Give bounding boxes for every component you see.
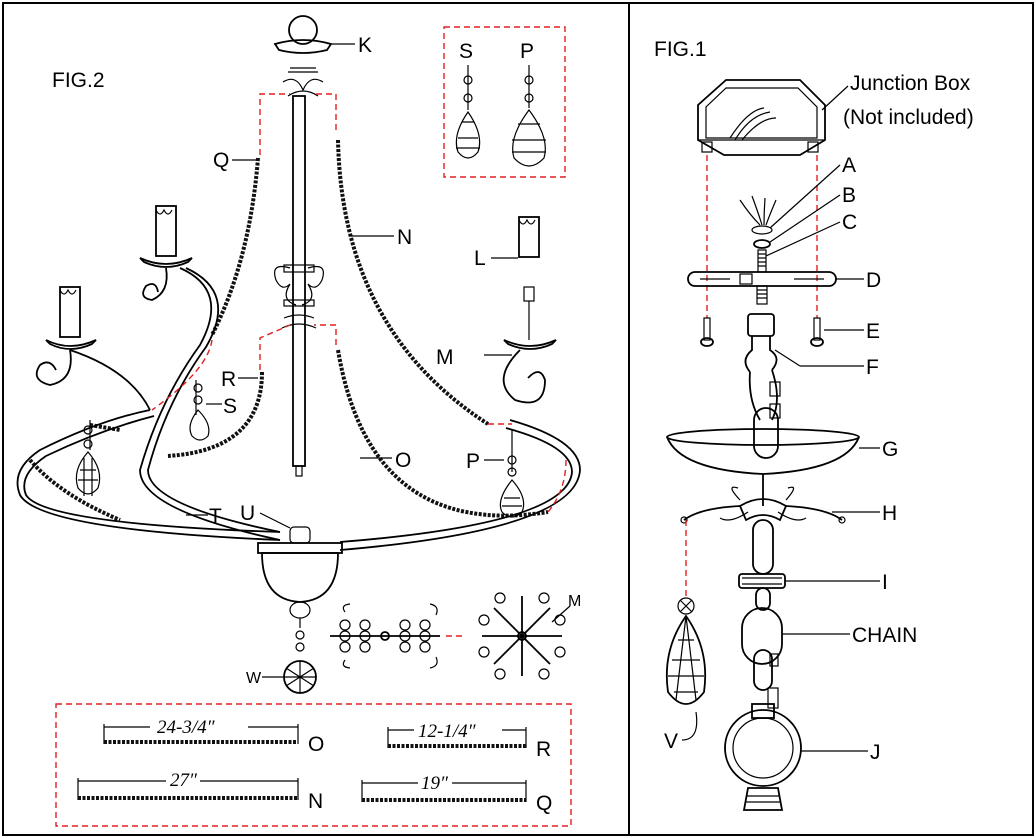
candle-arm-right: L M P (339, 216, 581, 551)
part-k-loop: K (273, 15, 372, 97)
arm-layout-view-right: M (478, 592, 581, 680)
chain-outer-left (28, 458, 121, 522)
inset-s-p-box: S P (443, 26, 566, 178)
label-t: T (209, 505, 222, 528)
dimensions-box: 24-3/4″ O 12-1/4″ R 27″ N (55, 703, 572, 827)
label-r: R (221, 368, 236, 391)
candle-arm-middle: S (139, 205, 281, 541)
fig1-panel: FIG.1 Junction Box (Not included) A (654, 38, 974, 811)
label-v: V (664, 730, 678, 753)
central-rod (274, 95, 324, 477)
crossbar-d: D (687, 269, 881, 305)
label-j: J (870, 741, 881, 764)
junction-box-label-line1: Junction Box (850, 72, 971, 95)
label-w: W (246, 670, 262, 687)
dimension-r-part: R (536, 738, 551, 761)
fig1-title: FIG.1 (654, 38, 707, 61)
junction-box: Junction Box (Not included) (697, 72, 974, 156)
label-d: D (866, 269, 881, 292)
label-p: P (466, 450, 480, 473)
label-m: M (436, 346, 454, 369)
label-i: I (882, 571, 888, 594)
label-g: G (882, 438, 898, 461)
label-o: O (395, 449, 411, 472)
label-q: Q (213, 149, 229, 172)
connector-n-top (314, 93, 337, 130)
inset-label-s: S (459, 40, 473, 63)
dimension-o-part: O (308, 733, 324, 756)
label-m-layout: M (568, 593, 581, 610)
label-n: N (397, 226, 412, 249)
dimension-q-part: Q (536, 792, 552, 815)
connector-q-top (259, 93, 290, 155)
dimension-q: 19″ Q (361, 773, 552, 815)
dimension-n-part: N (308, 790, 323, 813)
crystal-v: V (664, 520, 707, 753)
dimension-r: 12-1/4″ R (387, 721, 551, 761)
chain-o (336, 349, 549, 518)
connector-r-top (259, 324, 291, 370)
body-bowl: T U (186, 502, 343, 628)
label-k: K (358, 34, 372, 57)
chain-q (210, 157, 260, 336)
dimension-r-length: 12-1/4″ (418, 721, 477, 742)
screws-e: E (700, 317, 880, 347)
label-f: F (866, 356, 879, 379)
label-u: U (240, 502, 255, 525)
label-c: C (842, 211, 857, 234)
arm-layout-view-left (330, 603, 462, 669)
loop-f: F (744, 313, 879, 459)
dimension-n: 27″ N (77, 770, 323, 813)
label-chain: CHAIN (852, 624, 917, 647)
wire-assembly: A B C (739, 154, 857, 273)
candle-arm-left (16, 286, 281, 541)
fig2-title: FIG.2 (52, 69, 105, 92)
fig2-panel: FIG.2 K (16, 15, 581, 827)
label-l: L (474, 247, 486, 270)
dimension-o: 24-3/4″ O (103, 717, 324, 756)
leaf-ornament-h: H (680, 474, 897, 525)
ring-j: J (724, 703, 881, 811)
connector-o-top (314, 324, 337, 345)
chain-assembly: I CHAIN (738, 519, 917, 709)
label-b: B (842, 184, 856, 207)
inset-label-p: P (520, 40, 534, 63)
dimension-o-length: 24-3/4″ (157, 717, 216, 738)
chain-n (336, 139, 490, 426)
label-s: S (223, 395, 237, 418)
label-e: E (866, 320, 880, 343)
chain-r (167, 371, 264, 458)
junction-box-label-line2: (Not included) (843, 106, 974, 129)
dimension-q-length: 19″ (421, 773, 449, 794)
dimension-n-length: 27″ (170, 770, 198, 791)
label-a: A (842, 154, 856, 177)
part-w-ornament: W (246, 630, 317, 694)
label-h: H (882, 502, 897, 525)
